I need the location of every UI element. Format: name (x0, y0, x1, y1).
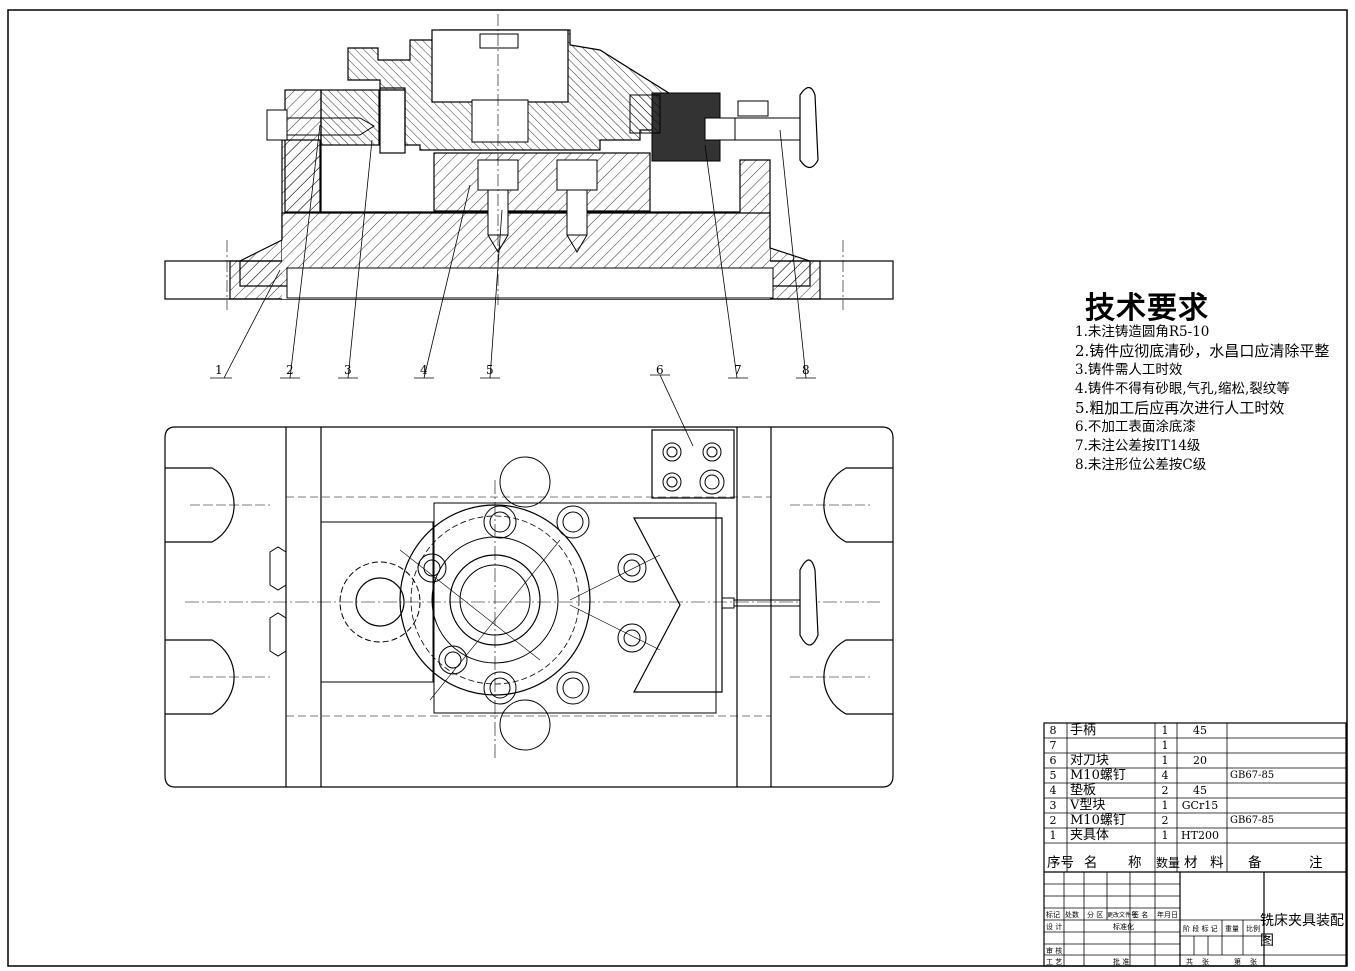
bom-header-qty: 数量 (1156, 856, 1181, 870)
tb-label: 处数 (1065, 911, 1079, 919)
callout-7: 7 (734, 363, 742, 377)
bom-row: 1 夹具体 1 HT200 (1044, 828, 1346, 843)
bom-qty: 2 (1161, 814, 1169, 827)
bom-qty: 1 (1161, 829, 1169, 842)
bom-header-name: 称 (1128, 855, 1142, 871)
bom-row: 7 1 (1044, 738, 1346, 753)
bom-no: 3 (1049, 799, 1057, 812)
bom-row: 2 M10螺钉 2 GB67-85 (1044, 813, 1346, 828)
requirement-item: 3.铸件需人工时效 (1075, 362, 1183, 378)
bom-header: 序号 名 称 数量 材 料 备 注 (1044, 850, 1346, 876)
bom-name: V型块 (1070, 798, 1106, 813)
bom-name: M10螺钉 (1070, 768, 1126, 783)
tb-label: 年月日 (1157, 911, 1178, 919)
bom-material: 45 (1193, 724, 1207, 737)
requirement-item: 6.不加工表面涂底漆 (1075, 419, 1196, 435)
bom-note: GB67-85 (1230, 815, 1275, 826)
tb-label: 签 名 (1132, 911, 1149, 919)
bom-qty: 1 (1161, 754, 1169, 767)
front-section-view (164, 14, 894, 379)
bom-row: 6 对刀块 1 20 (1044, 753, 1346, 768)
bom-name: 手柄 (1070, 723, 1097, 738)
bom-no: 2 (1049, 814, 1057, 827)
callout-4: 4 (420, 363, 428, 377)
bom-table-grid (1043, 722, 1347, 967)
tb-label: 共 (1186, 958, 1193, 966)
tb-label: 批 准 (1113, 958, 1130, 966)
bom-name: 垫板 (1070, 783, 1097, 798)
tb-label: 张 (1202, 958, 1209, 966)
bom-header-no: 序号 (1047, 855, 1074, 871)
bom-qty: 1 (1161, 739, 1169, 752)
technical-requirements-list: 1.未注铸造圆角R5-10 2.铸件应彻底清砂，水昌口应清除平整 3.铸件需人工… (1075, 323, 1329, 475)
callout-5: 5 (486, 363, 494, 377)
bom-material: HT200 (1181, 829, 1219, 842)
bom-header-note: 注 (1309, 855, 1323, 871)
tb-label: 重量 (1225, 925, 1239, 933)
bom-row: 5 M10螺钉 4 GB67-85 (1044, 768, 1346, 783)
tb-label: 更改文件号 (1107, 912, 1138, 919)
bom-no: 1 (1049, 829, 1057, 842)
technical-requirements-title: 技术要求 (1085, 291, 1209, 326)
tb-label: 工 艺 (1046, 958, 1063, 966)
callout-6: 6 (656, 363, 664, 377)
bom-name: 对刀块 (1070, 753, 1110, 768)
tb-label: 审 核 (1046, 947, 1063, 955)
bom-name: 夹具体 (1070, 828, 1110, 843)
callout-1: 1 (215, 363, 223, 377)
requirement-item: 8.未注形位公差按C级 (1075, 457, 1207, 473)
tb-label: 第 (1234, 958, 1241, 966)
tb-label: 标准化 (1113, 923, 1134, 931)
bom-header-material: 料 (1210, 855, 1224, 871)
bom-qty: 1 (1161, 799, 1169, 812)
tb-label: 设 计 (1046, 923, 1063, 931)
bom-no: 6 (1049, 754, 1057, 767)
bom-header-note: 备 (1248, 855, 1262, 871)
tb-label: 标记 (1046, 911, 1060, 919)
callout-3: 3 (344, 363, 352, 377)
requirement-item: 5.粗加工后应再次进行人工时效 (1075, 399, 1285, 417)
bom-material: 45 (1193, 784, 1207, 797)
bom-material: GCr15 (1181, 799, 1219, 812)
bom-name: M10螺钉 (1070, 813, 1126, 828)
requirement-item: 7.未注公差按IT14级 (1075, 438, 1201, 454)
tb-label: 分 区 (1087, 911, 1104, 919)
bom-note: GB67-85 (1230, 770, 1275, 781)
bom-no: 7 (1049, 739, 1057, 752)
tb-label: 比例 (1246, 925, 1260, 933)
tb-label: 阶 段 标 记 (1183, 925, 1218, 933)
requirement-item: 1.未注铸造圆角R5-10 (1075, 324, 1210, 340)
bom-row: 8 手柄 1 45 (1044, 723, 1346, 738)
bom-no: 8 (1049, 724, 1057, 737)
bom-row: 4 垫板 2 45 (1044, 783, 1346, 798)
bom-qty: 1 (1161, 724, 1169, 737)
bom-no: 5 (1049, 769, 1057, 782)
drawing-title: 铣床夹具装配图 (1260, 913, 1344, 949)
bom-header-material: 材 (1184, 855, 1198, 871)
bom-no: 4 (1049, 784, 1057, 797)
bom-qty: 4 (1161, 769, 1169, 782)
tb-label: 张 (1250, 958, 1257, 966)
requirement-item: 4.铸件不得有砂眼,气孔,缩松,裂纹等 (1075, 381, 1290, 397)
sheet-border (7, 9, 1348, 967)
callout-2: 2 (286, 363, 294, 377)
bom-qty: 2 (1161, 784, 1169, 797)
top-plan-view (164, 374, 894, 788)
callout-8: 8 (802, 363, 810, 377)
bom-header-name: 名 (1084, 855, 1098, 871)
requirement-item: 2.铸件应彻底清砂，水昌口应清除平整 (1075, 342, 1330, 360)
bom-material: 20 (1193, 754, 1207, 767)
bom-row: 3 V型块 1 GCr15 (1044, 798, 1346, 813)
